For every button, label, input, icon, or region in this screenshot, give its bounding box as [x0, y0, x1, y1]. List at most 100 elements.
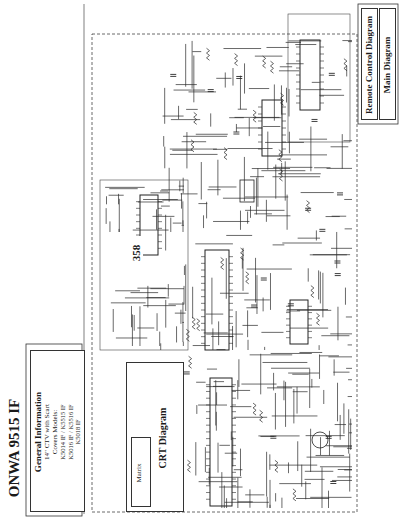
wire — [192, 51, 201, 52]
wire — [238, 359, 239, 387]
wire — [266, 452, 267, 497]
wire — [182, 322, 184, 323]
wire — [185, 264, 186, 311]
wire — [219, 445, 230, 446]
wire — [301, 192, 334, 193]
wire — [281, 85, 282, 114]
ic-pin — [206, 492, 210, 493]
wire — [195, 243, 233, 244]
ic-pin — [286, 312, 290, 313]
wire — [214, 381, 224, 382]
wire — [168, 284, 169, 297]
ic-pin — [206, 438, 210, 439]
wire — [310, 429, 311, 472]
wire — [286, 63, 303, 64]
ic-pin — [232, 472, 236, 473]
wire — [329, 431, 330, 456]
wire — [182, 225, 184, 226]
wire — [307, 457, 350, 458]
wire — [312, 82, 320, 83]
wire — [332, 480, 352, 481]
wire — [345, 288, 346, 305]
wire — [287, 195, 288, 230]
wire — [232, 326, 233, 350]
ic-pin — [296, 103, 300, 104]
wire — [118, 194, 119, 204]
wire — [320, 272, 321, 304]
resistor-symbol — [187, 460, 190, 472]
ic-pin — [229, 290, 233, 291]
wire — [342, 40, 352, 41]
wire — [192, 287, 193, 319]
wire — [310, 127, 311, 172]
diagram-panel: Main Diagram — [379, 8, 396, 120]
wire — [183, 136, 227, 137]
wire — [225, 453, 237, 454]
wire — [348, 396, 352, 397]
wire — [348, 379, 352, 380]
wire — [289, 132, 290, 154]
ic-pin — [282, 149, 286, 150]
ic-pin — [229, 296, 233, 297]
wire — [282, 243, 322, 244]
ic-pin — [158, 235, 162, 236]
capacitor-plate — [236, 76, 242, 77]
diagram-panel: General Information14" CTV with ScartCov… — [30, 350, 85, 512]
resistor-symbol — [280, 169, 283, 181]
panel-text: K5018 IF — [74, 355, 81, 509]
wire — [285, 382, 286, 427]
wire — [325, 445, 352, 446]
capacitor-plate — [184, 371, 190, 372]
resistor-symbol — [316, 313, 319, 325]
ic-pin — [258, 135, 262, 136]
ic-pin — [206, 391, 210, 392]
ic-pin — [229, 263, 233, 264]
wire — [181, 193, 182, 208]
wire — [319, 355, 339, 356]
wire — [299, 352, 322, 353]
wire — [279, 483, 311, 484]
ic-pin — [201, 263, 205, 264]
wire — [250, 354, 293, 355]
ic-pin — [229, 270, 233, 271]
wire — [266, 200, 267, 222]
wire — [211, 278, 212, 325]
wire — [285, 161, 286, 200]
capacitor-plate — [305, 208, 311, 209]
wire — [205, 447, 206, 472]
ic-pin — [206, 431, 210, 432]
wire — [271, 353, 312, 354]
resistor-symbol — [194, 112, 197, 124]
ic-pin — [201, 256, 205, 257]
wire — [316, 230, 317, 240]
wire — [318, 270, 319, 299]
capacitor-plate — [305, 210, 311, 211]
wire — [247, 310, 248, 337]
wire — [216, 78, 231, 79]
wire — [293, 391, 308, 392]
capacitor-plate — [319, 229, 325, 230]
wire — [293, 389, 294, 423]
ic-pin — [286, 337, 290, 338]
wire — [250, 176, 264, 177]
wire — [236, 311, 237, 347]
wire — [176, 326, 177, 342]
wire — [245, 494, 264, 495]
wire — [349, 432, 352, 433]
wire — [263, 298, 264, 312]
capacitor-plate — [288, 305, 294, 306]
wire — [146, 297, 165, 298]
wire — [105, 187, 145, 188]
ic-pin — [296, 96, 300, 97]
wire — [170, 218, 171, 232]
wire — [281, 163, 282, 175]
wire — [164, 147, 165, 169]
wire — [301, 89, 342, 90]
wire — [178, 106, 179, 119]
ic-pin — [282, 135, 286, 136]
wire — [342, 134, 343, 169]
wire — [258, 435, 299, 436]
wire — [106, 208, 107, 224]
wire — [348, 409, 349, 453]
ic-pin — [158, 221, 162, 222]
